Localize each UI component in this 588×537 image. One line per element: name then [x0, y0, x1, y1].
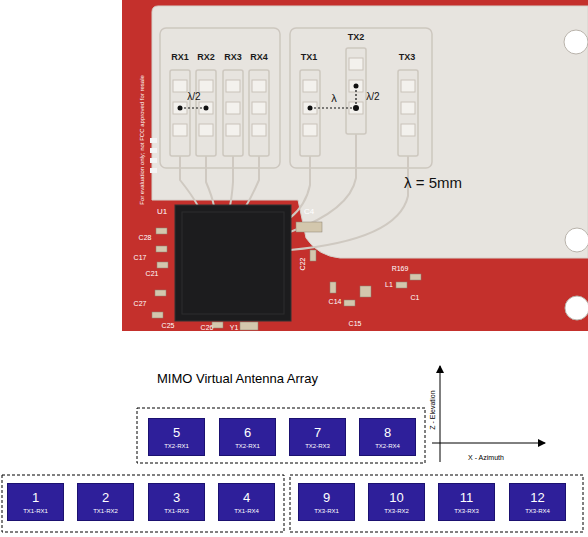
- dimension-lines: [180, 86, 356, 108]
- silkscreen-ref: C27: [134, 300, 147, 307]
- z-axis: [440, 366, 441, 462]
- antenna-patches: [160, 28, 432, 168]
- tx-rx-pair: TX2-RX3: [305, 443, 330, 449]
- tx-rx-pair: TX1-RX3: [164, 508, 189, 514]
- tx-rx-pair: TX1-RX1: [23, 508, 48, 514]
- antenna-number: 5: [173, 426, 180, 439]
- antenna-number: 7: [314, 426, 321, 439]
- dimension-label: λ: [331, 93, 337, 104]
- antenna-number: 6: [244, 426, 251, 439]
- antenna-number: 12: [530, 491, 544, 504]
- mounting-hole: [565, 228, 588, 252]
- radar-chip: [175, 205, 291, 321]
- dimension-label: λ/2: [366, 92, 379, 102]
- virtual-antenna-box: 11TX3-RX3: [438, 483, 495, 521]
- group-outline: [2, 475, 284, 532]
- wavelength-note: λ = 5mm: [404, 175, 462, 190]
- group-outline: [290, 475, 583, 532]
- smd-components: [152, 222, 421, 330]
- virtual-antenna-box: 3TX1-RX3: [148, 483, 205, 521]
- tx-rx-pair: TX1-RX4: [234, 508, 259, 514]
- x-axis: [432, 443, 545, 444]
- virtual-antenna-box: 9TX3-RX1: [298, 483, 355, 521]
- tx-rx-pair: TX3-RX2: [384, 508, 409, 514]
- silkscreen-ref: Y1: [230, 324, 239, 331]
- silkscreen-ref: U1: [157, 208, 167, 216]
- virtual-antenna-box: 2TX1-RX2: [77, 483, 134, 521]
- antenna-label: RX4: [250, 53, 268, 62]
- mounting-hole: [565, 296, 588, 320]
- tx-rx-pair: TX1-RX2: [93, 508, 118, 514]
- antenna-number: 1: [32, 491, 39, 504]
- group-outline: [137, 408, 425, 463]
- tx-rx-pair: TX2-RX4: [375, 443, 400, 449]
- silkscreen-ref: C26: [201, 324, 214, 331]
- antenna-label: RX3: [224, 53, 242, 62]
- tx-rx-pair: TX2-RX1: [164, 443, 189, 449]
- tx-rx-pair: TX3-RX3: [454, 508, 479, 514]
- virtual-antenna-box: 6TX2-RX1: [219, 418, 276, 456]
- patch-elements: [173, 58, 415, 136]
- leds: [150, 138, 157, 173]
- silkscreen-ref: L1: [385, 281, 393, 288]
- silkscreen-ref: C22: [299, 258, 306, 271]
- antenna-number: 10: [389, 491, 403, 504]
- tx-rx-pair: TX2-RX1: [235, 443, 260, 449]
- virtual-antenna-box: 1TX1-RX1: [7, 483, 64, 521]
- silkscreen-ref: C1: [411, 294, 420, 301]
- board-notice: For evaluation only; not FCC approved fo…: [139, 75, 145, 205]
- dimension-dots: [178, 84, 360, 112]
- antenna-label: RX2: [197, 53, 215, 62]
- antenna-label: TX3: [399, 53, 416, 62]
- antenna-label: RX1: [171, 53, 189, 62]
- antenna-number: 2: [102, 491, 109, 504]
- dimension-label: λ/2: [187, 92, 200, 102]
- chip-outline: [182, 212, 284, 314]
- virtual-antenna-box: 12TX3-RX4: [509, 483, 566, 521]
- antenna-number: 3: [173, 491, 180, 504]
- tx-rx-pair: TX3-RX1: [314, 508, 339, 514]
- virtual-antenna-box: 10TX3-RX2: [368, 483, 425, 521]
- silkscreen-ref: C21: [146, 270, 159, 277]
- antenna-number: 9: [323, 491, 330, 504]
- virtual-antenna-box: 5TX2-RX1: [148, 418, 205, 456]
- silkscreen-ref: C28: [139, 234, 152, 241]
- pcb-board: [122, 0, 588, 331]
- diagram-title: MIMO Virtual Antenna Array: [157, 372, 318, 385]
- axis-label: Z - Elevation: [429, 390, 436, 429]
- silkscreen-ref: C25: [162, 322, 175, 329]
- silkscreen-ref: C14: [329, 298, 342, 305]
- antenna-number: 4: [243, 491, 250, 504]
- tx-rx-pair: TX3-RX4: [525, 508, 550, 514]
- silkscreen-ref: C15: [349, 320, 362, 327]
- silkscreen-ref: R169: [392, 265, 409, 272]
- antenna-label: TX1: [301, 53, 318, 62]
- antenna-label: TX2: [348, 33, 365, 42]
- virtual-antenna-box: 8TX2-RX4: [359, 418, 416, 456]
- virtual-antenna-box: 7TX2-RX3: [289, 418, 346, 456]
- axis-label: X - Azimuth: [468, 454, 504, 461]
- virtual-antenna-box: 4TX1-RX4: [218, 483, 275, 521]
- antenna-number: 8: [384, 426, 391, 439]
- silkscreen-ref: C4: [304, 208, 314, 216]
- silkscreen-ref: C17: [134, 254, 147, 261]
- mounting-hole: [564, 30, 588, 54]
- antenna-number: 11: [460, 491, 474, 504]
